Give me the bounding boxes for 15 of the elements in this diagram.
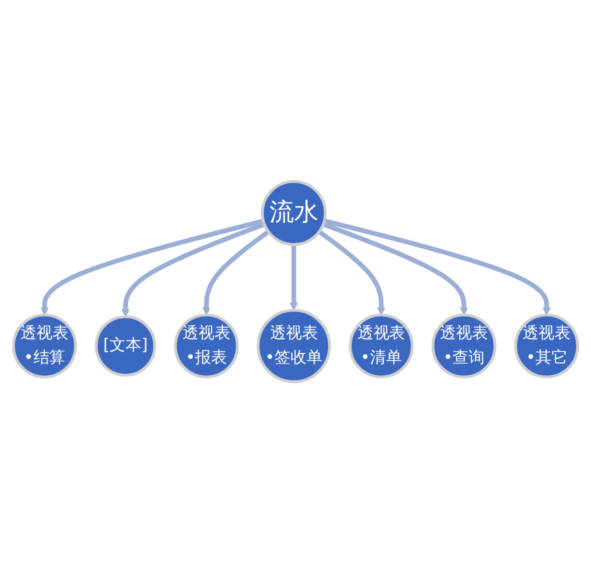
node-circle: 透视表 •其它 — [514, 314, 579, 379]
arrow — [318, 230, 386, 316]
node-circle: [文本] — [94, 316, 156, 378]
arrow — [202, 230, 270, 316]
node-circle: 透视表 •结算 — [12, 314, 77, 379]
arrow — [322, 222, 468, 316]
node-circle: 透视表 •报表 — [174, 314, 239, 379]
arrow — [290, 244, 298, 312]
node-circle: 流水 — [260, 180, 327, 246]
arrow — [40, 218, 264, 316]
node-circle: 透视表 •查询 — [431, 314, 496, 379]
node-circle: 透视表 •清单 — [348, 314, 414, 379]
arrow — [324, 218, 551, 316]
node-circle: 透视表 •签收单 — [256, 309, 331, 384]
arrow — [121, 222, 266, 318]
